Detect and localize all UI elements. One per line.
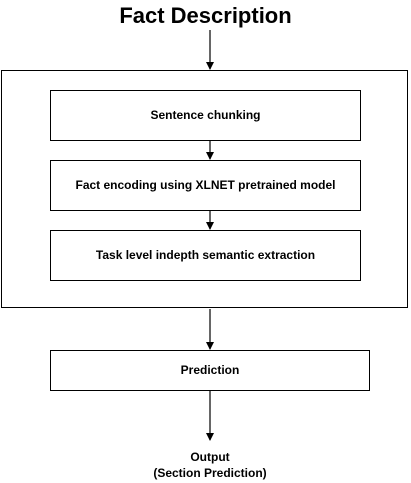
output-title: Output <box>190 450 230 464</box>
output-label: Output (Section Prediction) <box>0 449 411 481</box>
step-fact-encoding: Fact encoding using XLNET pretrained mod… <box>50 160 361 211</box>
processing-container <box>1 70 408 308</box>
step-sentence-chunking: Sentence chunking <box>50 90 361 141</box>
step-semantic-extraction: Task level indepth semantic extraction <box>50 230 361 281</box>
output-subtitle: (Section Prediction) <box>153 466 267 480</box>
diagram-title: Fact Description <box>119 3 292 28</box>
step-prediction: Prediction <box>50 350 370 391</box>
